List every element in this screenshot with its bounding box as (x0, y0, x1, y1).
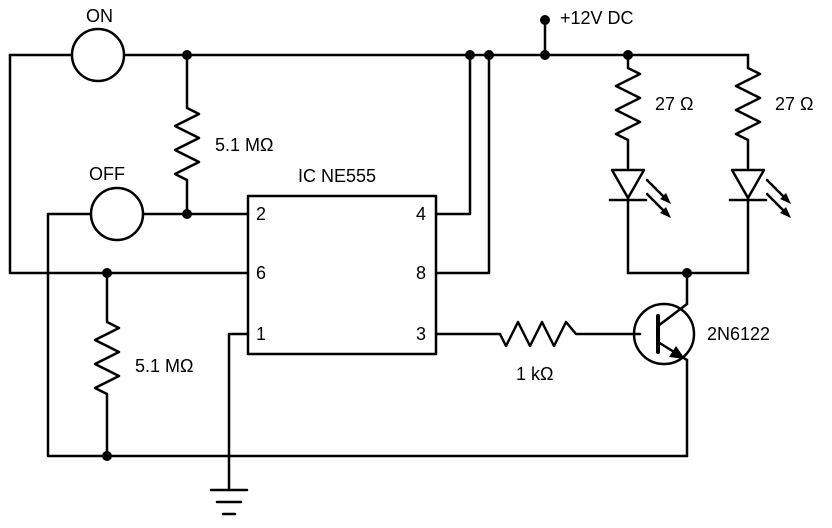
led-2 (728, 168, 791, 218)
off-switch: OFF (89, 164, 145, 242)
on-switch-label: ON (86, 6, 113, 26)
junction-dot (182, 50, 192, 60)
ic-pin-2: 2 (256, 204, 266, 224)
ic-pin-6: 6 (256, 263, 266, 283)
resistor-led2: 27 Ω (734, 66, 813, 142)
transistor-collector (656, 302, 689, 328)
ic-ne555: IC NE555 2 6 1 4 8 3 (246, 166, 438, 356)
junction-dot (623, 50, 633, 60)
transistor-body (632, 302, 696, 366)
led-1-arrow-shaft (645, 178, 667, 214)
led-1 (608, 168, 671, 218)
wire-pin4 (434, 53, 472, 216)
supply-label: +12V DC (560, 8, 634, 28)
resistor-led2-zigzag (734, 66, 762, 142)
led-1-arrow-head (660, 193, 671, 218)
ground-symbol (209, 488, 249, 516)
ic-title: IC NE555 (298, 166, 376, 186)
resistor-top-label: 5.1 MΩ (215, 135, 273, 155)
resistor-bottom-zigzag (93, 320, 121, 396)
led-2-triangle (730, 168, 766, 200)
resistor-base-label: 1 kΩ (516, 364, 553, 384)
resistor-top-zigzag (173, 106, 201, 182)
on-switch-body (70, 27, 126, 83)
led-1-triangle (610, 168, 646, 200)
resistor-base-zigzag (498, 320, 577, 348)
resistor-led1-zigzag (614, 66, 642, 142)
supply-terminal-dot (540, 15, 550, 25)
resistor-bottom-label: 5.1 MΩ (135, 356, 193, 376)
wires (8, 18, 750, 492)
junction-dot (682, 268, 692, 278)
resistor-led2-label: 27 Ω (775, 94, 813, 114)
resistor-led1-label: 27 Ω (655, 94, 693, 114)
led-2-arrow-shaft (765, 178, 787, 214)
resistor-bottom: 5.1 MΩ (93, 320, 193, 396)
ic-body (246, 194, 438, 356)
junction-dot (182, 209, 192, 219)
junction-dot (465, 50, 475, 60)
wire-off-left (46, 212, 689, 458)
wire-pin8 (434, 53, 491, 275)
wire-left-outer (8, 53, 250, 275)
junction-dot (102, 268, 112, 278)
wire-pin1 (227, 332, 250, 492)
off-switch-label: OFF (89, 164, 125, 184)
junction-dot (102, 451, 112, 461)
ic-pin-4: 4 (416, 204, 426, 224)
resistor-base: 1 kΩ (498, 320, 577, 384)
on-switch: ON (70, 6, 126, 83)
transistor-label: 2N6122 (707, 324, 770, 344)
junction-dot (484, 50, 494, 60)
resistor-led1: 27 Ω (614, 66, 693, 142)
led-2-arrow-head (780, 193, 791, 218)
ic-pin-8: 8 (416, 263, 426, 283)
ic-pin-1: 1 (256, 324, 266, 344)
transistor-emitter-arrow (669, 346, 685, 359)
resistor-top: 5.1 MΩ (173, 106, 273, 182)
junction-dot (540, 50, 550, 60)
ic-pin-3: 3 (416, 324, 426, 344)
off-switch-body (89, 186, 145, 242)
junctions (102, 15, 692, 461)
transistor-2n6122: 2N6122 (632, 302, 770, 366)
